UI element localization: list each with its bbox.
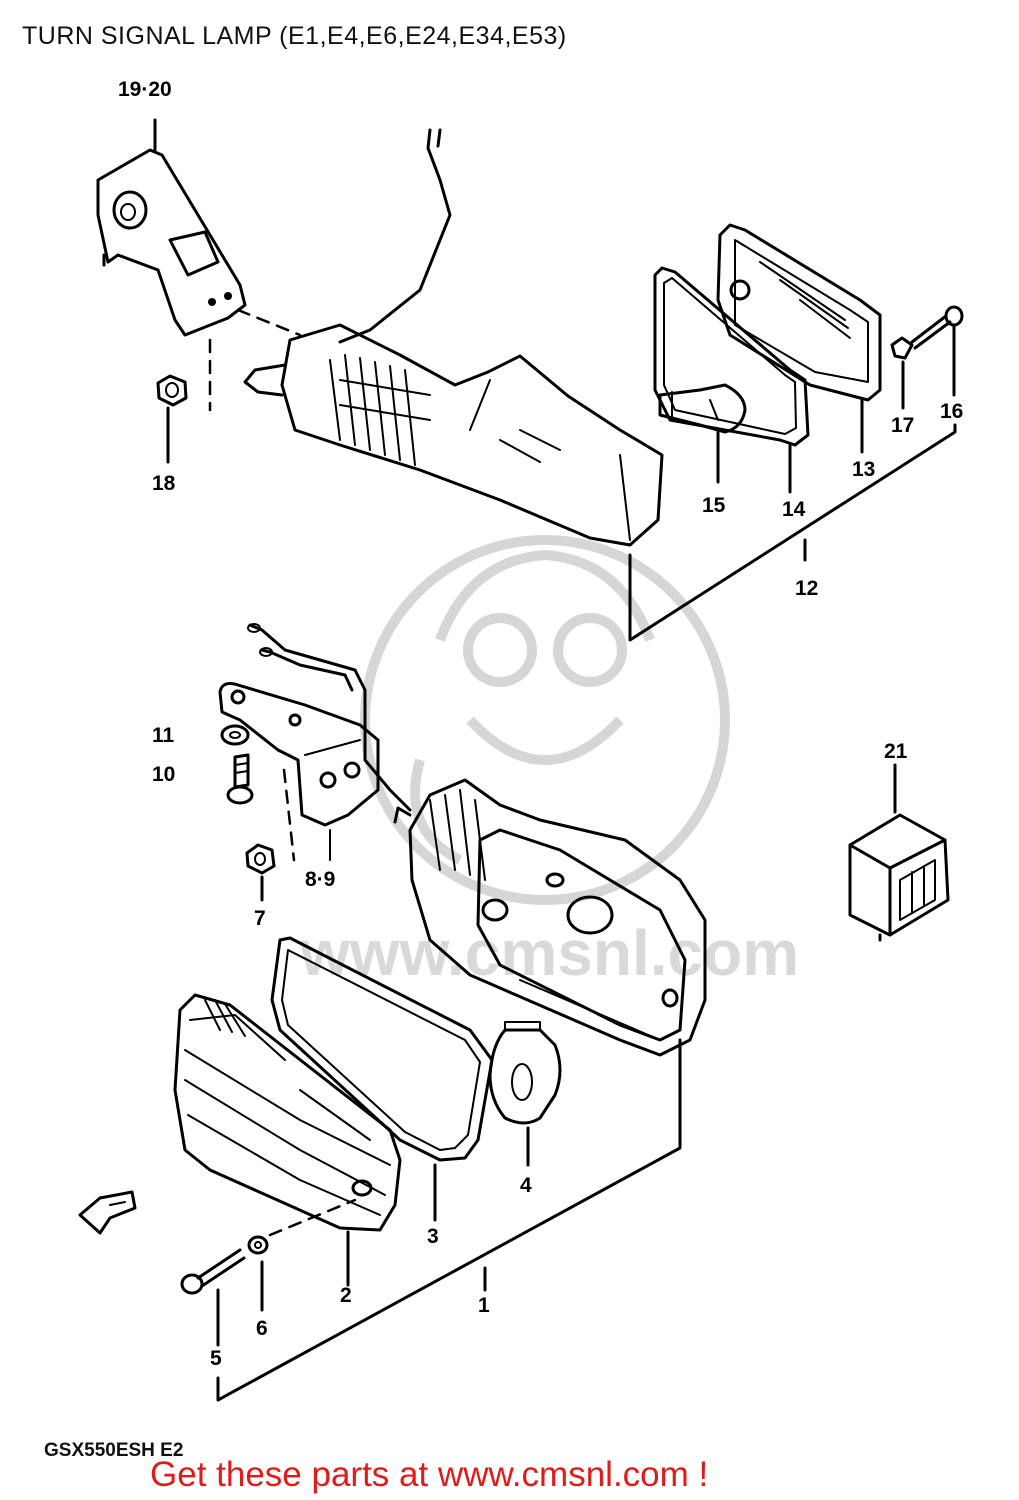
wires-lower xyxy=(247,623,412,812)
part-labels: 19·20 18 15 14 13 17 16 12 11 10 8·9 7 2… xyxy=(118,78,963,1370)
part-label-19-20: 19·20 xyxy=(118,78,172,101)
bulb-4 xyxy=(488,1021,562,1167)
top-lamp-body xyxy=(243,128,664,547)
part-label-6: 6 xyxy=(256,1317,268,1340)
nut-18 xyxy=(156,374,188,464)
nut-7 xyxy=(245,843,276,902)
part-label-8-9: 8·9 xyxy=(305,868,335,891)
part-label-5: 5 xyxy=(210,1347,222,1370)
bracket-8-9 xyxy=(218,682,380,861)
part-label-14: 14 xyxy=(782,498,806,521)
part-label-17: 17 xyxy=(891,414,914,437)
lower-lamp-housing xyxy=(393,778,707,1057)
relay-21 xyxy=(848,763,950,942)
washer-6 xyxy=(247,1235,269,1312)
washer-17 xyxy=(890,336,914,410)
washer-11 xyxy=(220,724,250,746)
part-label-13: 13 xyxy=(852,458,875,481)
part-label-7: 7 xyxy=(254,907,266,930)
part-label-18: 18 xyxy=(152,472,176,495)
bulb-15 xyxy=(658,383,747,484)
gasket-14 xyxy=(653,266,810,494)
watermark-logo: www.cmsnl.com xyxy=(299,535,799,989)
part-label-11: 11 xyxy=(152,724,175,747)
footer-link[interactable]: Get these parts at www.cmsnl.com ! xyxy=(150,1455,709,1494)
part-label-21: 21 xyxy=(884,740,908,763)
bracket-19-20 xyxy=(96,118,247,337)
model-code: GSX550ESH E2 xyxy=(44,1440,184,1461)
part-label-3: 3 xyxy=(427,1225,439,1248)
screw-5 xyxy=(180,1248,246,1347)
bolt-10 xyxy=(226,753,254,805)
page-title: TURN SIGNAL LAMP (E1,E4,E6,E24,E34,E53) xyxy=(22,22,567,50)
part-label-15: 15 xyxy=(702,494,726,517)
part-label-16: 16 xyxy=(940,400,963,423)
lens-13 xyxy=(716,223,882,454)
screw-16 xyxy=(910,305,964,397)
gasket-3 xyxy=(270,936,494,1222)
part-label-10: 10 xyxy=(152,763,175,786)
part-label-4: 4 xyxy=(520,1174,532,1197)
part-label-12: 12 xyxy=(795,577,818,600)
front-arrow-icon xyxy=(78,1190,137,1235)
watermark-text: www.cmsnl.com xyxy=(299,917,799,989)
part-label-2: 2 xyxy=(340,1284,352,1307)
part-label-1: 1 xyxy=(478,1294,490,1317)
lens-2 xyxy=(173,993,402,1287)
